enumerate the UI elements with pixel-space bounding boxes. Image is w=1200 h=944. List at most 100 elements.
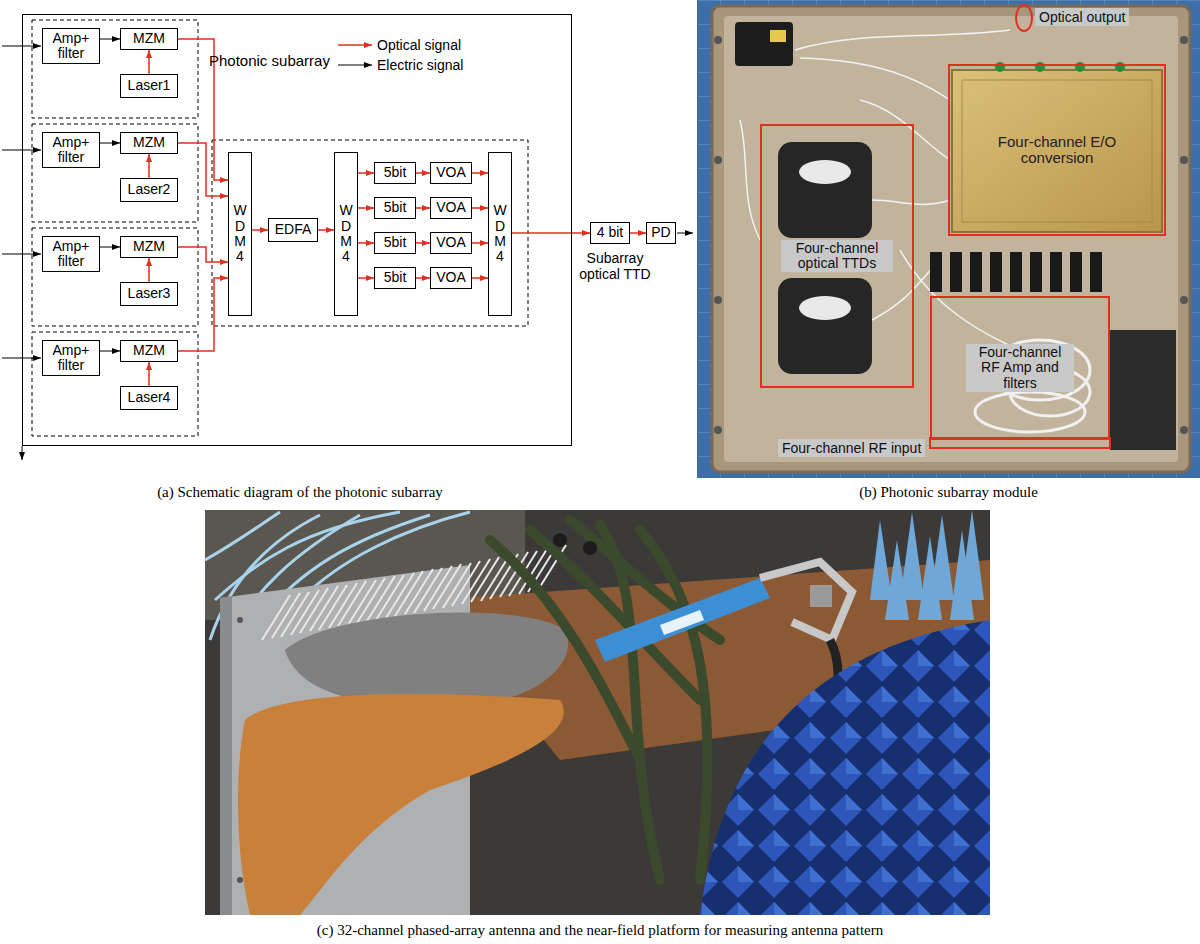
antenna-photo-part-part — [405, 569, 433, 614]
amp-filter-box: Amp+ filter — [42, 340, 100, 376]
node-label: MZM — [133, 31, 165, 46]
antenna-photo-part — [285, 613, 568, 707]
antenna-photo-part-part — [310, 586, 338, 631]
attenuator-box: VOA — [430, 197, 472, 219]
photo-annotation-holder: Four-channel RF input — [778, 440, 925, 456]
optical-link — [416, 172, 430, 174]
laser-box: Laser3 — [120, 282, 178, 306]
node-label: MZM — [133, 135, 165, 150]
photo-annotation-holder: Optical output — [1035, 9, 1129, 25]
node-label: 5bit — [384, 200, 407, 215]
optical-link — [472, 242, 488, 244]
optical-link — [630, 232, 646, 234]
modulator-box: MZM — [120, 340, 178, 362]
node-label: 5bit — [384, 235, 407, 250]
amp-filter-box: Amp+ filter — [42, 28, 100, 64]
module-photo-part-part — [740, 120, 760, 240]
optical-link — [416, 207, 430, 209]
module-photo-part — [697, 0, 1200, 478]
delay-box: 4 bit — [590, 222, 630, 244]
node-label: W D M 4 — [492, 203, 509, 265]
optical-link — [472, 277, 488, 279]
module-photo-part — [724, 16, 1178, 462]
antenna-photo-part — [870, 510, 984, 620]
module-photo-part — [962, 80, 1152, 222]
node-label: Amp+ filter — [45, 31, 97, 62]
module-photo-part — [712, 6, 1190, 472]
node-label: Four-channel optical TTDs — [781, 240, 893, 273]
callout-frame: Four-channel E/O conversion — [948, 64, 1166, 236]
modulator-box: MZM — [120, 28, 178, 50]
subfigure-caption: (c) 32-channel phased-array antenna and … — [317, 922, 884, 938]
antenna-photo-part — [238, 694, 564, 915]
schematic-decor-part — [32, 20, 198, 118]
optical-link — [416, 277, 430, 279]
legend-entry: Electric signal — [377, 57, 463, 73]
optical-link — [148, 258, 150, 282]
module-photo-part — [714, 156, 722, 164]
module-photo-part — [1180, 296, 1188, 304]
antenna-photo-part-part — [291, 590, 319, 635]
subfigure-caption-holder: (a) Schematic diagram of the photonic su… — [0, 484, 600, 501]
optical-link — [148, 154, 150, 178]
antenna-photo-part-part — [348, 580, 376, 625]
antenna-photo-part-part — [640, 530, 708, 880]
optical-link — [472, 172, 488, 174]
delay-box: 5bit — [374, 162, 416, 184]
optical-link — [178, 278, 228, 351]
optical-link — [416, 242, 430, 244]
optical-link — [358, 172, 374, 174]
subfigure-caption: (a) Schematic diagram of the photonic su… — [157, 484, 443, 500]
antenna-photo-part — [760, 562, 852, 640]
antenna-photo-part-part — [443, 563, 471, 608]
electric-link — [100, 247, 120, 248]
node-label: W D M 4 — [338, 203, 355, 265]
node-label: W D M 4 — [232, 203, 249, 265]
module-photo-part — [1016, 5, 1032, 31]
optical-link — [472, 207, 488, 209]
module-photo-part — [697, 0, 1200, 478]
schematic-decor-part — [32, 332, 198, 436]
node-label: Photonic subarray — [209, 53, 330, 70]
node-label: VOA — [436, 165, 466, 180]
photo-annotation: Optical output — [1035, 8, 1129, 26]
module-photo-part-part — [795, 30, 1010, 50]
optical-link — [512, 232, 590, 234]
laser-box: Laser4 — [120, 386, 178, 410]
antenna-photo-part — [660, 610, 704, 635]
node-label: Laser3 — [128, 286, 171, 301]
optical-link — [358, 207, 374, 209]
module-photo-part-part — [990, 252, 1002, 292]
optical-link — [358, 242, 374, 244]
antenna-photo-part-part — [367, 576, 395, 621]
node-label: PD — [651, 225, 670, 240]
attenuator-box: VOA — [430, 267, 472, 289]
node-label: 4 bit — [597, 225, 623, 240]
subfigure-caption-holder: (b) Photonic subarray module — [697, 484, 1200, 501]
antenna-photo-part-part — [481, 556, 509, 601]
antenna-photo-part-part — [205, 512, 280, 560]
node-label: VOA — [436, 235, 466, 250]
module-photo-part — [778, 278, 872, 374]
component-note-holder: Subarray optical TTD — [575, 250, 655, 282]
module-photo-part — [714, 296, 722, 304]
wdm-box: W D M 4 — [488, 152, 512, 316]
attenuator-box: VOA — [430, 232, 472, 254]
node-label: Four-channel RF Amp and filters — [966, 344, 1074, 392]
antenna-photo-part-part — [424, 566, 452, 611]
antenna-photo-part-part — [950, 530, 974, 620]
schematic-decor-part — [212, 140, 528, 326]
module-photo-part — [770, 30, 786, 42]
subarray-frame: Photonic subarrayAmp+ filterMZMLaser1Amp… — [22, 14, 572, 446]
module-photo-part-part — [950, 252, 962, 292]
antenna-photo-part-part — [885, 540, 909, 620]
node-label: Laser2 — [128, 182, 171, 197]
module-photo-part — [714, 36, 722, 44]
module-photo-part-part — [1070, 252, 1082, 292]
schematic-decor-part — [338, 44, 372, 46]
amp-filter-box: Amp+ filter — [42, 132, 100, 168]
module-photo-part-part — [930, 252, 942, 292]
node-label: EDFA — [275, 222, 312, 237]
module-photo — [697, 0, 1200, 478]
antenna-photo-part — [700, 600, 990, 915]
